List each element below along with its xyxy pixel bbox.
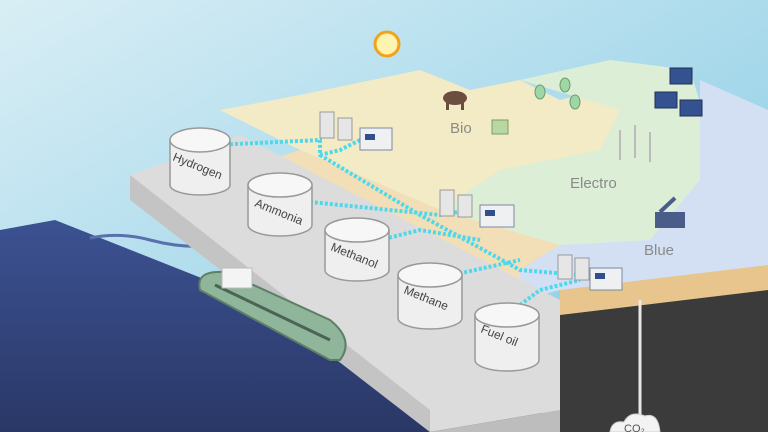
tank-methane: Methane <box>397 262 463 330</box>
pier-top <box>130 135 560 432</box>
tank-hydrogen: Hydrogen <box>169 127 231 196</box>
tank-fuel-oil: Fuel oil <box>474 302 540 372</box>
factory-blue <box>557 254 623 291</box>
co2-cloud-icon <box>609 413 661 432</box>
tanker-ship <box>198 267 347 361</box>
sun-icon <box>373 30 401 58</box>
ground-section-right <box>560 280 768 432</box>
cow-icon <box>443 91 467 110</box>
solar-panels-icon <box>654 67 703 117</box>
oil-pump-icon <box>655 196 685 228</box>
storage-tanks: Hydrogen Ammonia Methanol Methane Fuel o… <box>169 127 540 372</box>
blue-land <box>520 80 768 310</box>
factory-electro <box>439 189 515 228</box>
factory-bio <box>319 111 393 151</box>
tank-methanol: Methanol <box>324 217 390 282</box>
region-label-bio: Bio <box>450 120 472 137</box>
trees-icon <box>534 77 581 110</box>
region-label-electro: Electro <box>570 175 617 192</box>
ground-top-right <box>560 265 768 315</box>
region-label-blue: Blue <box>644 242 674 259</box>
co2-label: CO₂ <box>624 423 645 432</box>
tank-ammonia: Ammonia <box>247 172 313 237</box>
bin-icon <box>491 119 509 135</box>
wind-turbines-icon <box>619 125 651 162</box>
